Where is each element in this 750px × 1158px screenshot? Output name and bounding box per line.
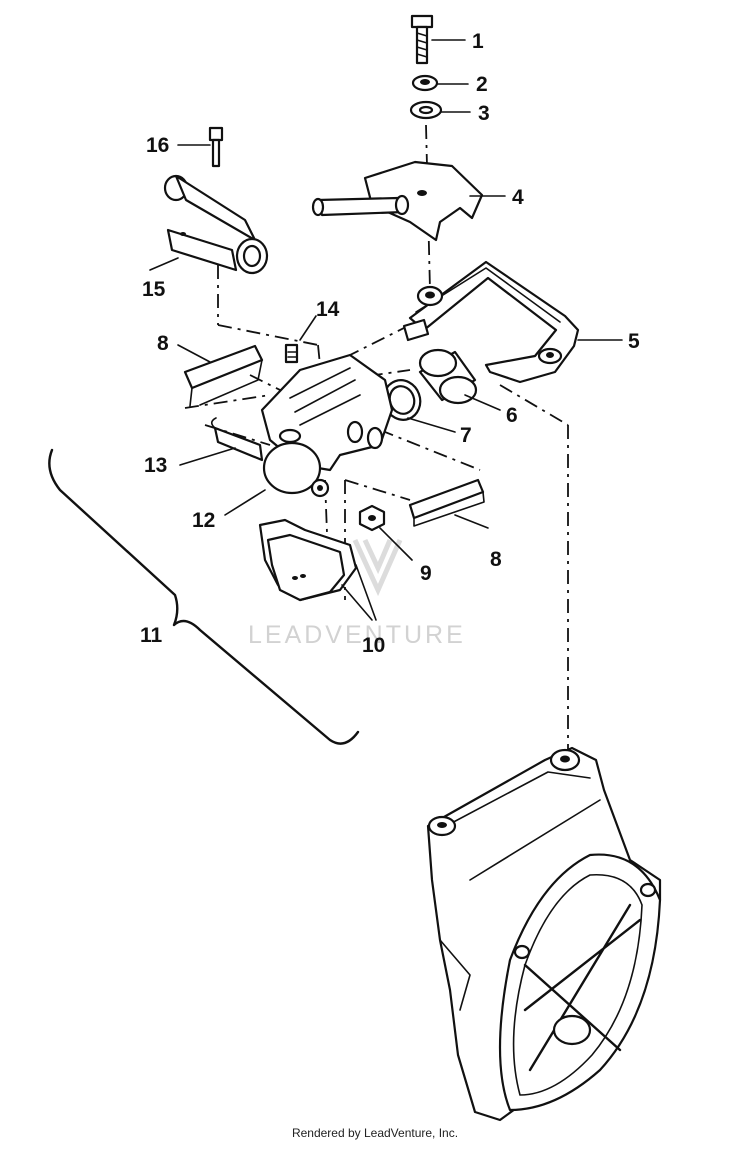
- callout-15: 15: [142, 278, 166, 301]
- callout-5: 5: [628, 330, 640, 353]
- brake-pads-part-10: [258, 518, 377, 621]
- callout-12: 12: [192, 509, 215, 532]
- watermark-text: LEADVENTURE: [248, 621, 466, 649]
- callout-1: 1: [472, 30, 484, 53]
- caliper-housing: [179, 353, 394, 516]
- lock-washer-part-2: [411, 74, 469, 92]
- callout-labels: 1 2 3 4 5 6 7 8 8 9 10 11 12 13 14 15 16: [140, 30, 640, 657]
- screw-part-16: [177, 126, 224, 168]
- fitting-part-15: [149, 174, 269, 275]
- callout-2: 2: [476, 73, 488, 96]
- callout-13: 13: [144, 454, 167, 477]
- callout-3: 3: [478, 102, 490, 125]
- group-brace-part-11: [48, 448, 360, 745]
- callout-8-lower: 8: [490, 548, 502, 571]
- bracket-part-4: [311, 160, 506, 242]
- shim-plate-part-8-lower: [408, 478, 489, 529]
- watermark: LEADVENTURE: [248, 538, 466, 649]
- callout-10: 10: [362, 634, 385, 657]
- nut-part-9: [358, 504, 413, 561]
- callout-4: 4: [512, 186, 524, 209]
- bushing-part-6: [418, 348, 501, 411]
- bolt-part-1: [410, 14, 466, 65]
- callout-8-upper: 8: [157, 332, 169, 355]
- callout-7: 7: [460, 424, 472, 447]
- chaincase-housing: [426, 746, 662, 1122]
- callout-16: 16: [146, 134, 169, 157]
- bleeder-screw-part-14: [284, 315, 317, 364]
- callout-14: 14: [316, 298, 340, 321]
- frame-bracket-part-5: [402, 260, 623, 384]
- callout-9: 9: [420, 562, 432, 585]
- callout-6: 6: [506, 404, 518, 427]
- render-credit: Rendered by LeadVenture, Inc.: [291, 1126, 459, 1140]
- callout-11: 11: [140, 624, 163, 647]
- flat-washer-part-3: [409, 100, 471, 120]
- shim-plate-part-8-upper: [177, 344, 264, 407]
